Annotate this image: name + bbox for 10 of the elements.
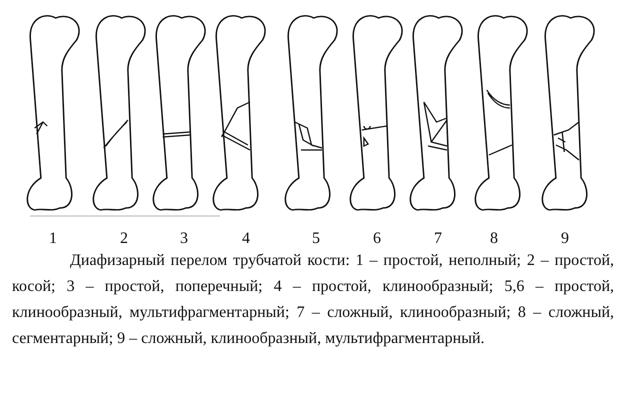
figure-number: 4 [242, 229, 250, 249]
figure-caption: Диафизарный перелом трубчатой кости: 1 – простой, неполный; 2 – простой, косой; 3 – простой, поперечный; 4 – простой, клинообразный; 5,6 – простой, клинообразный, мультифрагментарный; 7 – сложный, клинообразный; 8 – сложный, сегментарный; 9 – сложный, клинообразный, мультифрагментарный. [12, 251, 614, 349]
figure-number: 3 [180, 229, 188, 249]
figure-number: 7 [434, 229, 442, 249]
figure-number: 6 [373, 229, 381, 249]
figure-number: 2 [120, 229, 128, 249]
figure-number: 8 [490, 229, 498, 249]
figure-number: 5 [312, 229, 320, 249]
figure-number: 9 [561, 229, 569, 249]
figure-number: 1 [49, 229, 57, 249]
